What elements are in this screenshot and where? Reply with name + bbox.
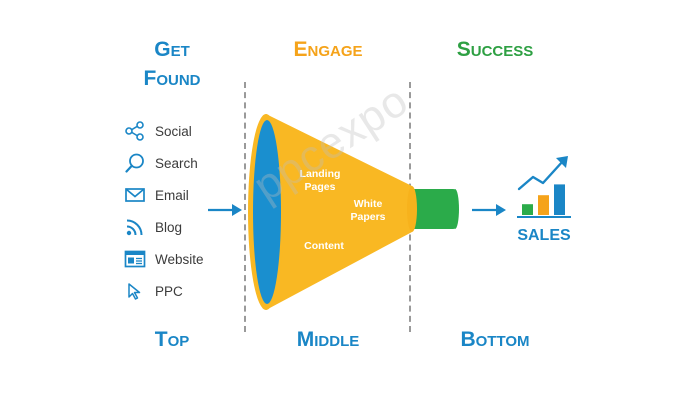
rss-icon [124,216,146,238]
search-icon [124,152,146,174]
funnel-mouth [253,120,281,304]
channel-label-email: Email [155,187,189,203]
funnel-label-white-1: White [354,198,383,210]
arrow-into-funnel [208,204,242,216]
funnel-label-landing-1: Landing [300,168,341,180]
channel-email: Email [124,183,189,207]
channel-blog: Blog [124,215,182,239]
sales-bar-tall [554,184,565,215]
funnel-label-white-2: Papers [350,211,385,223]
sales-bar-medium [538,195,549,215]
channel-website: Website [124,247,204,271]
channel-ppc: PPC [124,279,183,303]
header-success: Success [456,38,534,61]
footer-middle: Middle [296,328,360,351]
channel-label-blog: Blog [155,219,183,235]
channel-label-website: Website [155,251,204,267]
funnel-label-content: Content [304,240,344,252]
channel-social: Social [124,119,192,143]
funnel-label-landing-2: Pages [305,181,336,193]
footer-top: Top [154,328,190,351]
sales-label: SALES [517,227,571,244]
funnel-body-end [407,186,417,232]
arrow-to-sales [472,204,506,216]
browser-window-icon [124,248,146,270]
funnel: Landing Pages White Papers Content [248,114,459,310]
channel-label-search: Search [155,155,198,171]
sales-trend-arrowhead [556,156,568,168]
header-get-found: Get Found [112,35,232,93]
divider-left [244,82,246,332]
funnel-neck-end [451,189,459,229]
channel-label-ppc: PPC [155,283,183,299]
footer-bottom: Bottom [460,328,530,351]
channel-search: Search [124,151,198,175]
header-get-found-line2: Found [143,67,201,90]
header-engage: Engage [293,38,363,61]
sales-bar-short [522,204,533,215]
cursor-icon [124,280,146,302]
channel-label-social: Social [155,123,192,139]
share-icon [124,120,146,142]
sales-trend-line [517,159,565,191]
sales-chart-icon [517,156,571,218]
envelope-icon [124,184,146,206]
funnel-body [266,114,412,310]
header-get-found-line1: Get [154,38,190,61]
